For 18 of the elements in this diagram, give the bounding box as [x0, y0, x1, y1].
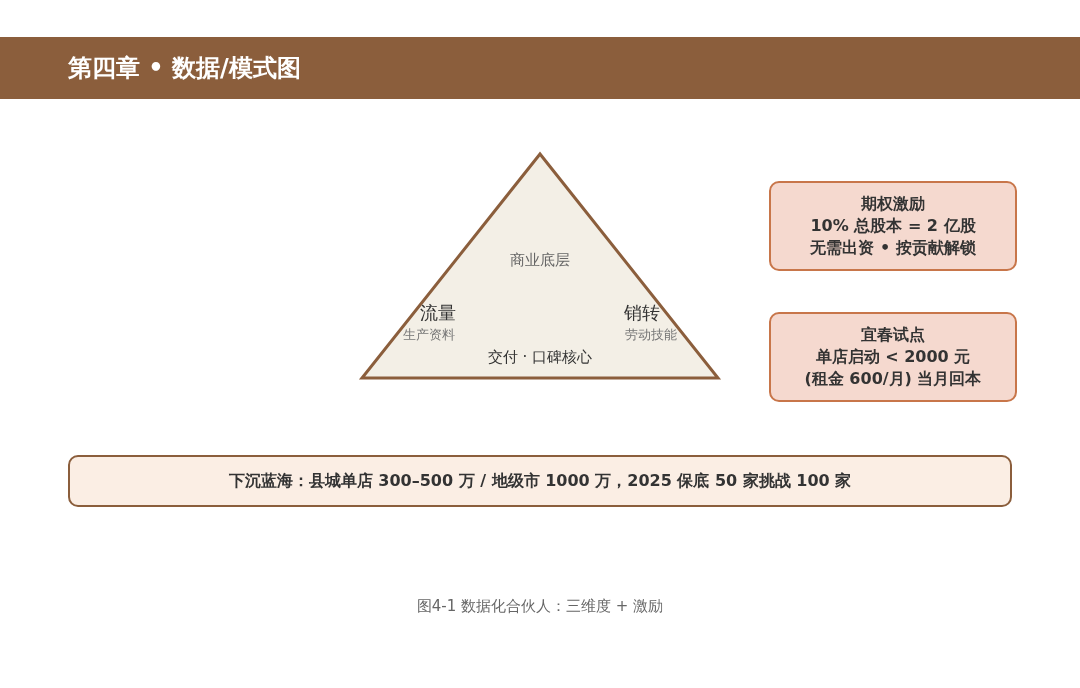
- corner-sublabel: 生产资料: [403, 326, 455, 344]
- card-text: 期权激励: [861, 193, 925, 215]
- corner-label: 流量: [420, 301, 456, 325]
- layer-label: 商业底层: [510, 250, 570, 270]
- info-card: [769, 312, 1017, 402]
- card-text: 宜春试点: [861, 324, 925, 346]
- summary-band: [68, 455, 1012, 507]
- card-text: 单店启动 < 2000 元: [815, 346, 971, 368]
- summary-text: 下沉蓝海：县城单店 300–500 万 / 地级市 1000 万，2025 保底 50 家挑战 100 家: [228, 470, 852, 492]
- chapter-title: 第四章 • 数据/模式图: [68, 53, 301, 84]
- card-text: 无需出资 • 按贡献解锁: [810, 237, 976, 259]
- card-text: 10% 总股本 = 2 亿股: [810, 215, 976, 237]
- figure-caption: 图4-1 数据化合伙人：三维度 + 激励: [416, 596, 664, 616]
- corner-sublabel: 劳动技能: [625, 326, 677, 344]
- corner-label: 销转: [624, 301, 660, 325]
- card-text: (租金 600/月) 当月回本: [804, 368, 982, 390]
- info-card: [769, 181, 1017, 271]
- base-label: 交付 · 口碑核心: [487, 347, 593, 367]
